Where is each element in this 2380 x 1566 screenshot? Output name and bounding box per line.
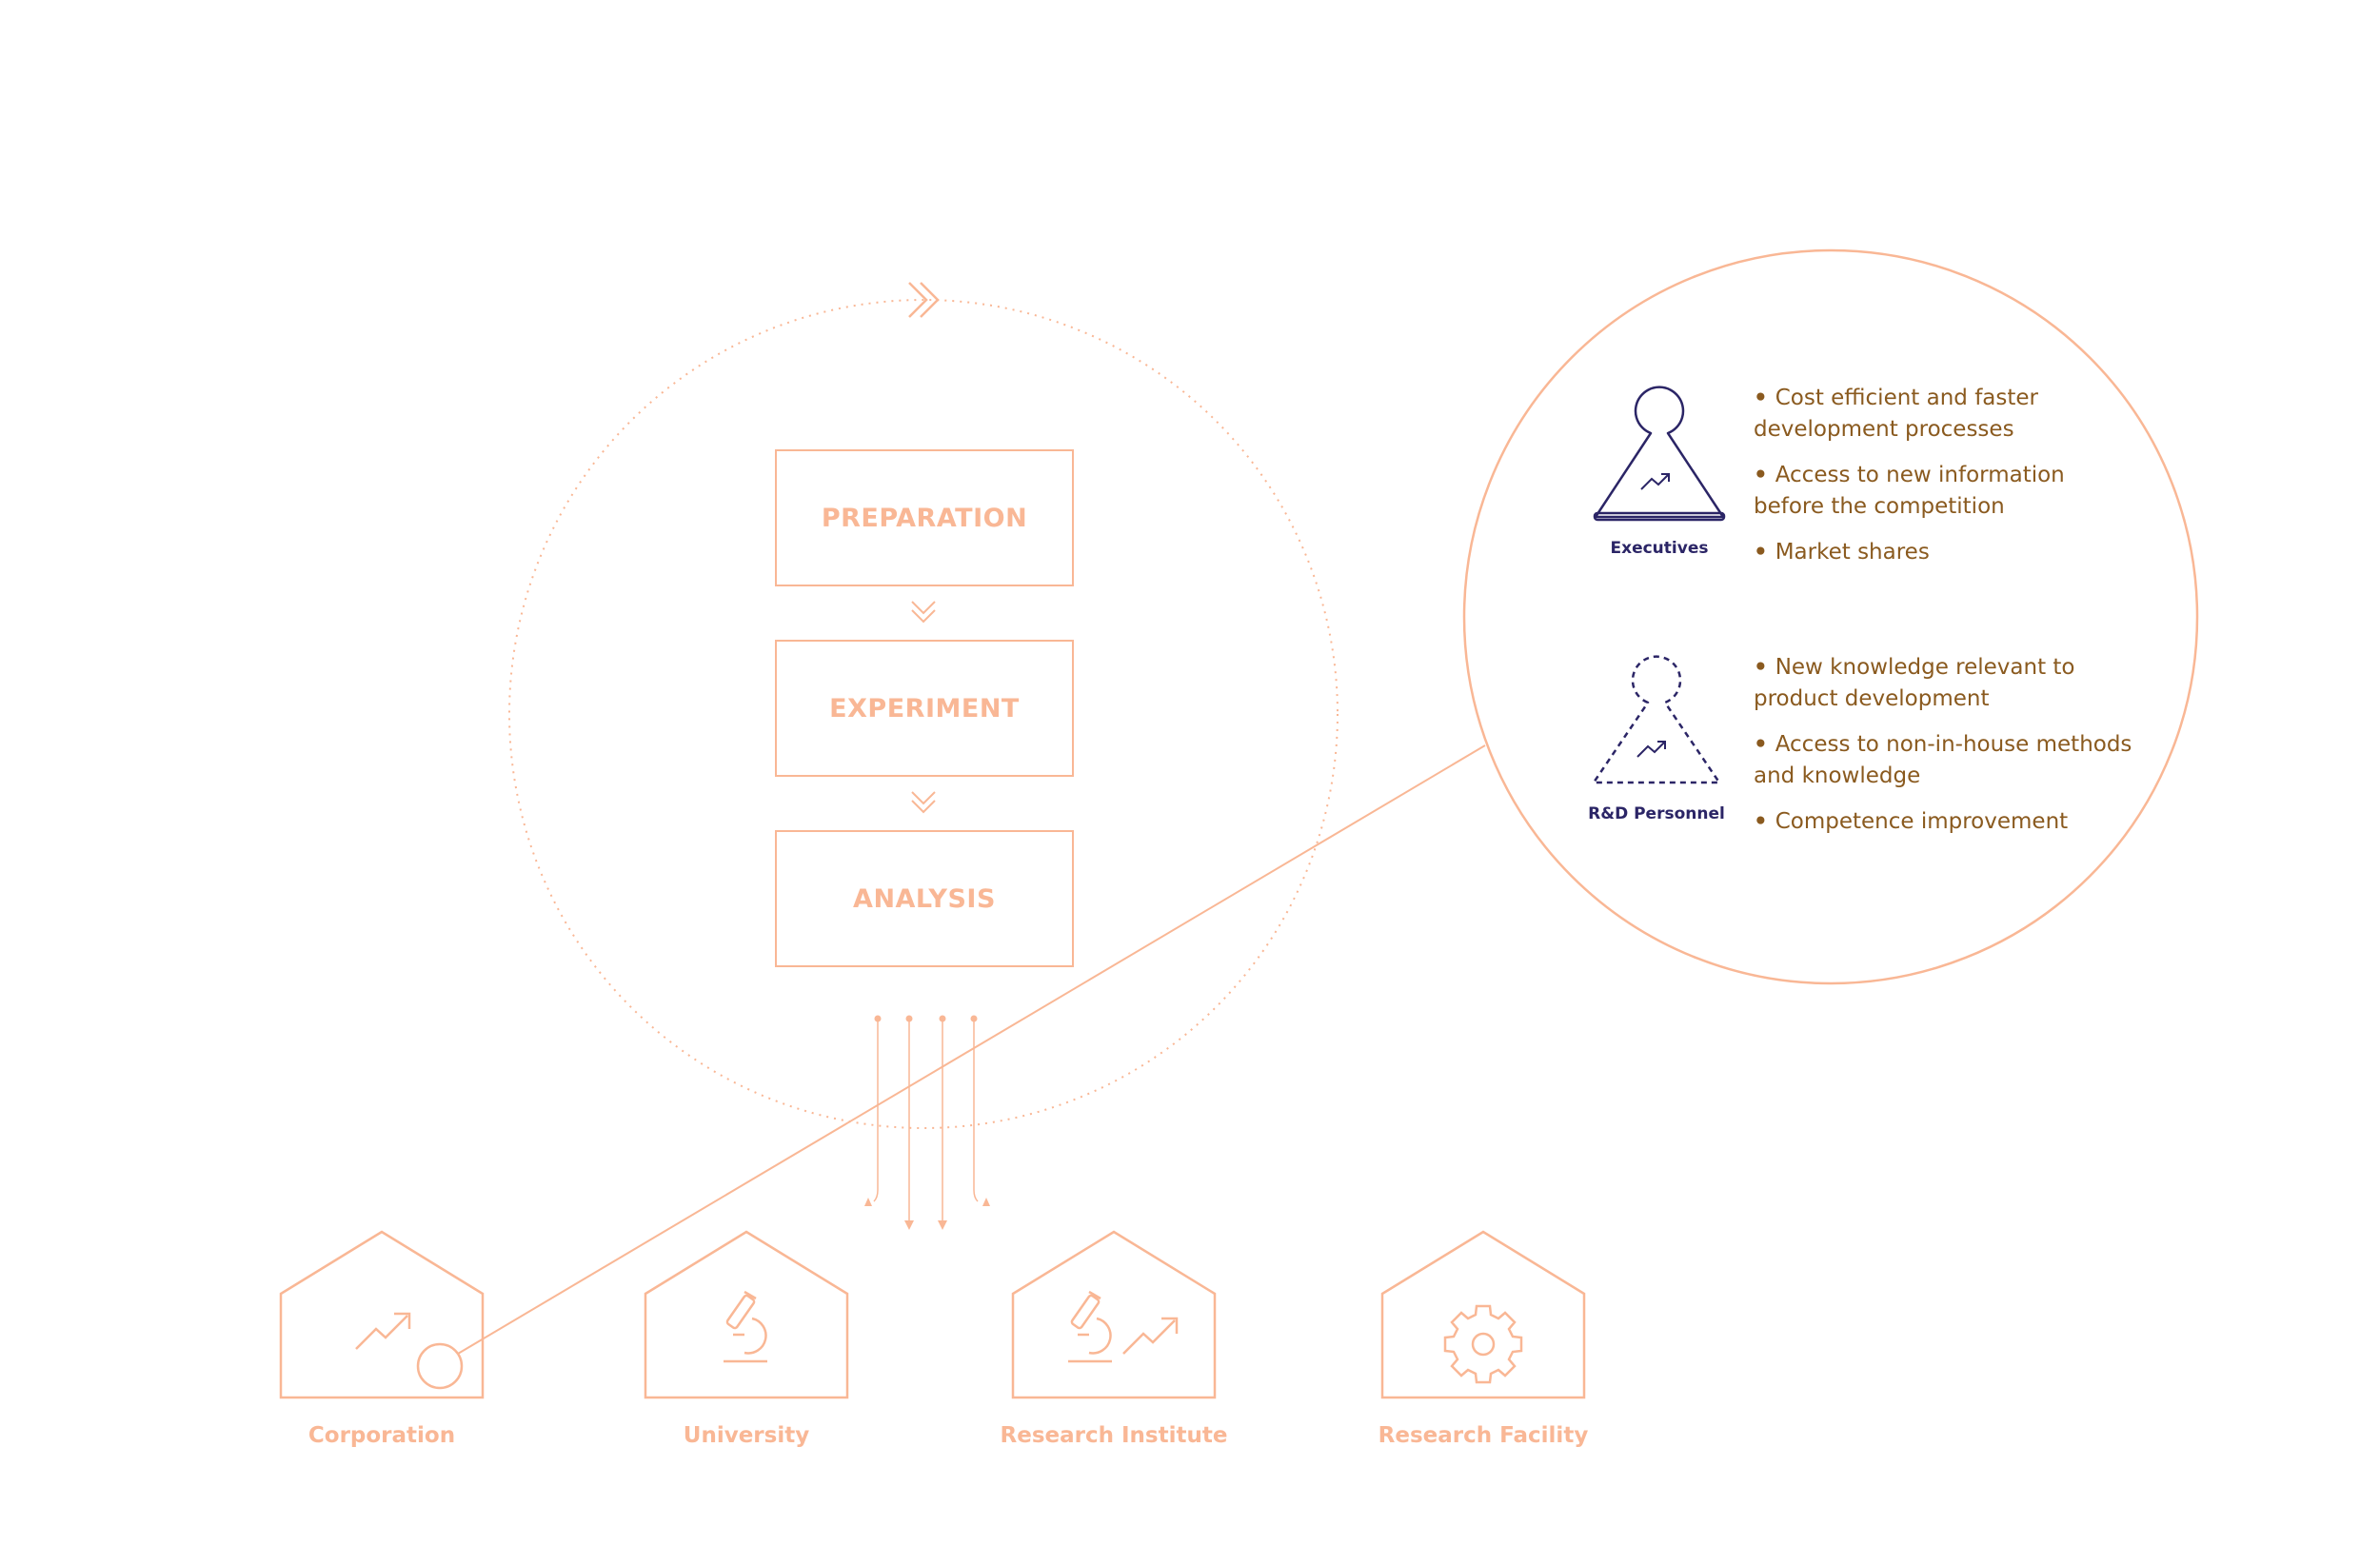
step-preparation: PREPARATION (775, 449, 1074, 586)
benefit-text: Competence improvement (1775, 809, 2069, 834)
research-institute-house-icon (1011, 1230, 1217, 1399)
microscope-trend-icon (1068, 1290, 1179, 1363)
corporation-house-icon (279, 1230, 485, 1399)
list-item: •Access to non-in-house methods and know… (1754, 732, 2132, 788)
role-label-executives: Executives (1610, 539, 1709, 558)
research-facility-house-icon (1380, 1230, 1586, 1399)
step-analysis: ANALYSIS (775, 830, 1074, 967)
institution-label-corporation: Corporation (307, 1423, 456, 1448)
gear-icon (1443, 1304, 1523, 1384)
step-label: ANALYSIS (853, 883, 996, 914)
flow-arrow-heads (864, 1015, 990, 1230)
step-chevron-icon (911, 791, 936, 814)
list-item: •Access to new information before the co… (1754, 463, 2065, 519)
step-experiment: EXPERIMENT (775, 640, 1074, 777)
microscope-icon (724, 1290, 767, 1363)
list-item: •Market shares (1754, 540, 1930, 565)
zoom-focus-circle (416, 1342, 464, 1390)
benefit-text: Cost efficient and faster development pr… (1754, 386, 2039, 442)
institution-label-research-institute: Research Institute (1000, 1423, 1228, 1448)
step-chevron-icon (911, 601, 936, 624)
zoom-connector-line (457, 744, 1486, 1355)
list-item: •New knowledge relevant to product devel… (1754, 655, 2075, 711)
university-house-icon (644, 1230, 849, 1399)
executives-benefits-list: •Cost efficient and faster development p… (1754, 383, 2134, 583)
list-item: •Competence improvement (1754, 809, 2069, 834)
zoom-detail-circle (1462, 248, 2199, 985)
benefit-text: Access to new information before the com… (1754, 463, 2065, 519)
benefit-text: Market shares (1775, 540, 1930, 565)
step-label: EXPERIMENT (829, 693, 1020, 724)
benefit-text: New knowledge relevant to product develo… (1754, 655, 2075, 711)
list-item: •Cost efficient and faster development p… (1754, 386, 2039, 442)
rnd-benefits-list: •New knowledge relevant to product devel… (1754, 652, 2134, 852)
dashed-pawn-trend-icon (1592, 655, 1721, 784)
step-label: PREPARATION (821, 503, 1028, 533)
cycle-chevron-icon (908, 282, 940, 318)
pawn-trend-icon (1593, 386, 1726, 522)
rnd-trend-icon (1636, 741, 1666, 758)
benefit-text: Access to non-in-house methods and knowl… (1754, 732, 2132, 788)
institution-label-research-facility: Research Facility (1378, 1423, 1589, 1448)
flow-arrows (873, 1019, 979, 1220)
trend-arrow-icon (355, 1312, 411, 1350)
role-label-rnd-personnel: R&D Personnel (1588, 804, 1725, 823)
cycle-circle (508, 299, 1339, 1129)
institution-label-university: University (683, 1423, 810, 1448)
